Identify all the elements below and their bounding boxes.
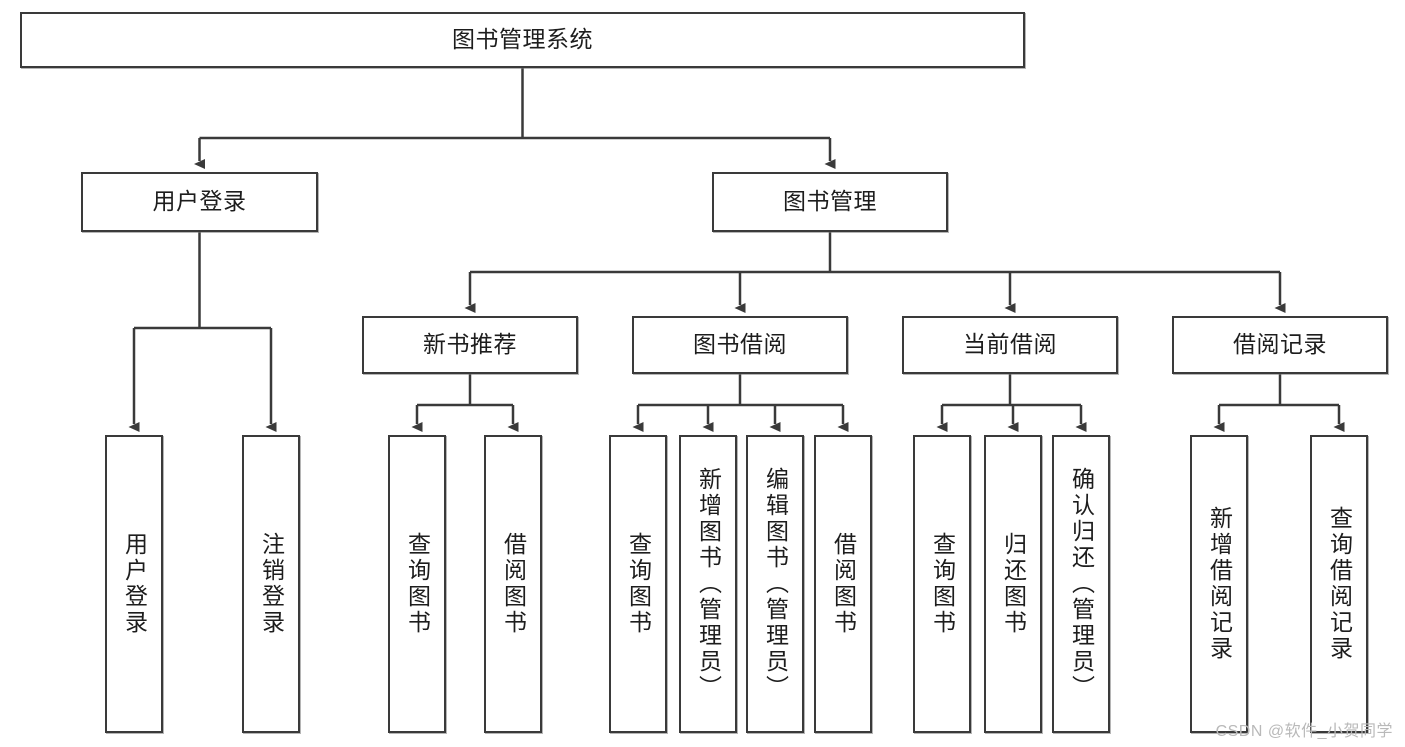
node-leaf-confirm-return[interactable]: 确认归还（管理员）	[1052, 435, 1110, 733]
node-book-borrow[interactable]: 图书借阅	[632, 316, 848, 374]
node-user-login[interactable]: 用户登录	[81, 172, 318, 232]
node-root[interactable]: 图书管理系统	[20, 12, 1025, 68]
node-label: 图书管理	[783, 188, 877, 215]
node-current-borrow[interactable]: 当前借阅	[902, 316, 1118, 374]
node-label: 图书管理系统	[452, 26, 593, 53]
node-label: 注销登录	[258, 532, 285, 636]
node-label: 当前借阅	[963, 331, 1057, 358]
node-label: 查询图书	[404, 532, 431, 636]
node-label: 新增借阅记录	[1206, 506, 1233, 662]
node-leaf-query-book-2[interactable]: 查询图书	[609, 435, 667, 733]
node-label: 查询图书	[929, 532, 956, 636]
node-leaf-return-book[interactable]: 归还图书	[984, 435, 1042, 733]
node-leaf-borrow-book-1[interactable]: 借阅图书	[484, 435, 542, 733]
node-leaf-logout[interactable]: 注销登录	[242, 435, 300, 733]
node-label: 图书借阅	[693, 331, 787, 358]
node-leaf-add-record[interactable]: 新增借阅记录	[1190, 435, 1248, 733]
node-leaf-edit-book[interactable]: 编辑图书（管理员）	[746, 435, 804, 733]
node-label: 确认归还（管理员）	[1068, 467, 1095, 701]
node-borrow-record[interactable]: 借阅记录	[1172, 316, 1388, 374]
node-label: 归还图书	[1000, 532, 1027, 636]
node-leaf-borrow-book-2[interactable]: 借阅图书	[814, 435, 872, 733]
node-book-manage[interactable]: 图书管理	[712, 172, 948, 232]
node-label: 新书推荐	[423, 331, 517, 358]
node-label: 查询图书	[625, 532, 652, 636]
watermark-text: CSDN @软件_小贺同学	[1215, 723, 1393, 740]
node-label: 新增图书（管理员）	[695, 467, 722, 701]
node-leaf-user-login[interactable]: 用户登录	[105, 435, 163, 733]
node-leaf-query-book-3[interactable]: 查询图书	[913, 435, 971, 733]
node-label: 借阅记录	[1233, 331, 1327, 358]
node-leaf-query-book-1[interactable]: 查询图书	[388, 435, 446, 733]
node-label: 编辑图书（管理员）	[762, 467, 789, 701]
node-label: 用户登录	[121, 532, 148, 636]
node-label: 借阅图书	[830, 532, 857, 636]
node-label: 用户登录	[152, 188, 247, 215]
node-label: 查询借阅记录	[1326, 506, 1353, 662]
node-leaf-add-book[interactable]: 新增图书（管理员）	[679, 435, 737, 733]
node-new-book-rec[interactable]: 新书推荐	[362, 316, 578, 374]
node-label: 借阅图书	[500, 532, 527, 636]
node-leaf-query-record[interactable]: 查询借阅记录	[1310, 435, 1368, 733]
